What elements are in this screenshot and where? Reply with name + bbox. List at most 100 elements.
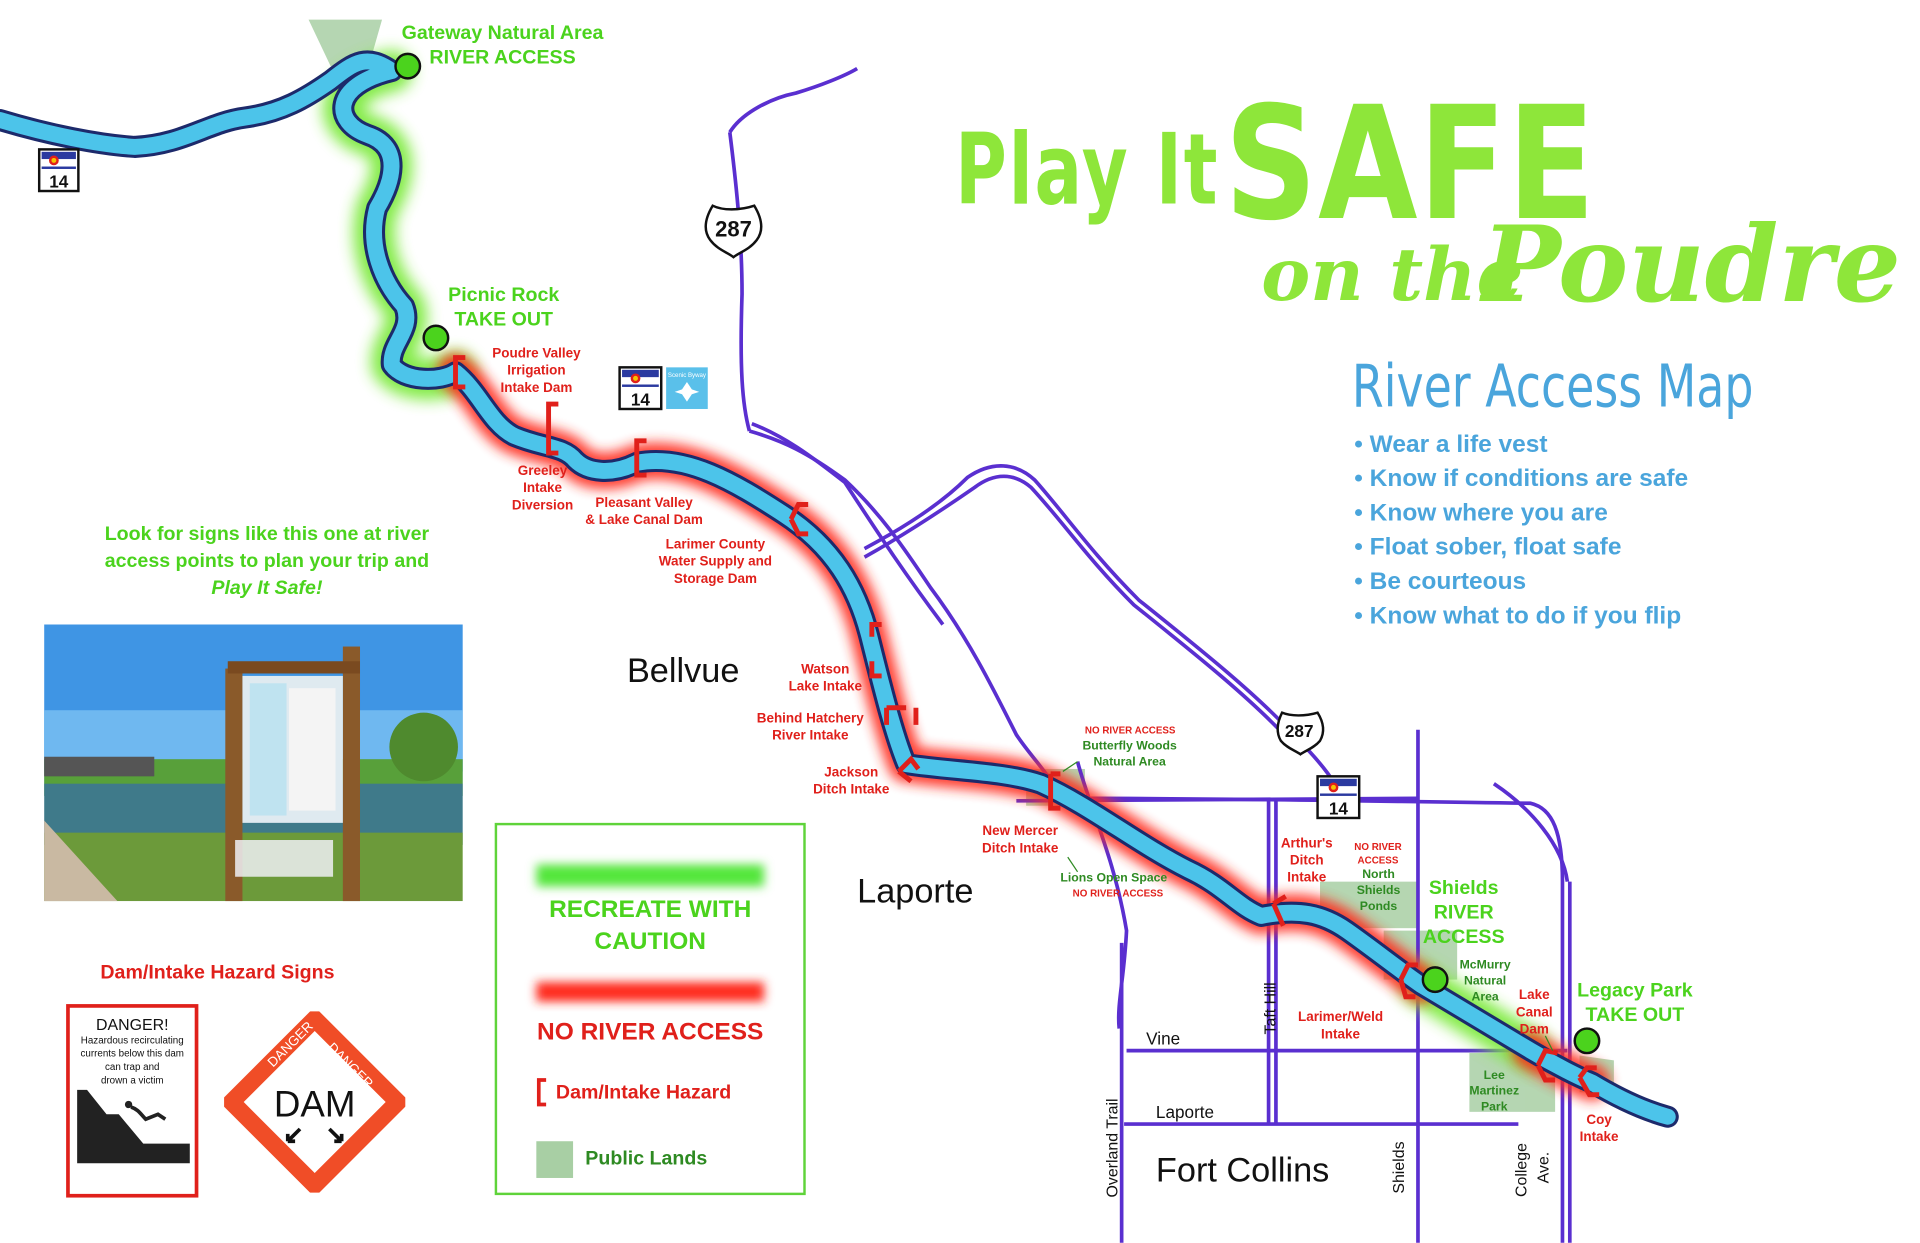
us287-south-number: 287: [1285, 721, 1314, 741]
street-shields: Shields: [1389, 1141, 1408, 1194]
dam-danger-diamond: DANGER DANGER DAM: [224, 1011, 406, 1193]
danger-sign-example: DANGER! Hazardous recirculating currents…: [66, 1004, 199, 1198]
shields-type1: RIVER: [1433, 902, 1494, 924]
hazard-line: Intake: [523, 481, 563, 496]
hazard-line: Poudre Valley: [492, 346, 581, 362]
hazard-marker-pleasant-valley: [634, 438, 647, 478]
hazard-label-watson: Watson Lake Intake: [789, 661, 862, 695]
hazard-marker-jackson: [897, 755, 921, 784]
co14-east-number: 14: [1329, 798, 1349, 818]
hazard-line: Pleasant Valley: [595, 495, 693, 511]
street-overland-trail: Overland Trail: [1102, 1098, 1122, 1198]
tip-item: • Know where you are: [1354, 499, 1608, 527]
hazard-line: Irrigation: [507, 363, 566, 379]
legend-public-lands-swatch: [536, 1141, 574, 1178]
hazard-marker-watson: [869, 622, 882, 679]
hazard-label-larimer-county: Larimer County Water Supply and Storage …: [659, 536, 772, 587]
note-line: NO RIVER: [1354, 841, 1402, 853]
signs-note-line: Look for signs like this one at river: [104, 524, 430, 545]
hazard-line: New Mercer: [982, 824, 1059, 839]
legend-public-lands-label: Public Lands: [585, 1148, 708, 1170]
legend-caution-swatch: [536, 864, 765, 887]
area-line: Ponds: [1359, 900, 1398, 914]
hazard-line: Larimer/Weld: [1297, 1010, 1384, 1025]
hazard-label-new-mercer: New Mercer Ditch Intake: [982, 823, 1058, 857]
hazard-label-pleasant-valley: Pleasant Valley & Lake Canal Dam: [585, 495, 703, 529]
shields-name: Shields: [1428, 877, 1499, 899]
hazard-label-coy: Coy Intake: [1580, 1112, 1619, 1146]
hazard-line: & Lake Canal Dam: [585, 513, 703, 528]
picnic-type: TAKE OUT: [454, 309, 554, 331]
legend-line: CAUTION: [594, 928, 706, 956]
area-line: Park: [1480, 1100, 1508, 1115]
street-laporte: Laporte: [1155, 1102, 1215, 1122]
area-line: Natural: [1464, 974, 1507, 989]
hazard-line: Coy: [1586, 1113, 1612, 1128]
hazard-markers: [453, 355, 1600, 1098]
access-markers: [394, 52, 1601, 1055]
title-on-the: on the: [1261, 232, 1524, 319]
co14-west-number: 14: [49, 171, 69, 191]
hazard-line: Ditch: [1289, 853, 1324, 869]
hazard-marker-greeley: [546, 401, 559, 456]
access-label-picnic-rock: Picnic Rock TAKE OUT: [448, 284, 559, 333]
town-bellvue: Bellvue: [626, 651, 740, 690]
subtitle-river-access-map: River Access Map: [1351, 352, 1754, 422]
shields-type2: ACCESS: [1422, 926, 1505, 948]
scenic-byway-sign: Scenic Byway: [666, 367, 708, 409]
signs-note-line: access points to plan your trip and: [104, 551, 430, 572]
hazard-label-larimer-weld: Larimer/Weld Intake: [1298, 1009, 1383, 1043]
hazard-line: River Intake: [772, 728, 849, 744]
area-label-lions: Lions Open Space: [1060, 871, 1168, 886]
hazard-line: Greeley: [517, 464, 568, 479]
access-marker-gateway: [394, 52, 422, 80]
street-vine: Vine: [1146, 1028, 1181, 1049]
leader-lines: [1062, 761, 1554, 1051]
hazard-line: Lake Intake: [788, 679, 862, 695]
area-label-butterfly-woods: Butterfly Woods Natural Area: [1082, 738, 1176, 770]
access-marker-legacy: [1573, 1027, 1601, 1055]
hazard-marker-lake-canal: [1535, 1047, 1559, 1083]
town-laporte: Laporte: [857, 871, 974, 910]
gateway-name: Gateway Natural Area: [401, 23, 604, 45]
hazard-line: Intake Dam: [500, 380, 573, 396]
access-marker-shields: [1421, 966, 1449, 994]
access-label-legacy: Legacy Park TAKE OUT: [1577, 980, 1692, 1029]
hazard-label-lake-canal: Lake Canal Dam: [1516, 987, 1553, 1038]
danger-sign-text: Hazardous recirculating currents below t…: [70, 1033, 195, 1087]
picnic-name: Picnic Rock: [448, 285, 560, 307]
hazard-line: Arthur's: [1280, 836, 1333, 852]
area-line: Martinez: [1469, 1084, 1520, 1099]
danger-line: Hazardous recirculating: [80, 1034, 184, 1046]
legend-no-access-swatch: [536, 982, 765, 1002]
hazard-line: Water Supply and: [658, 554, 773, 570]
hazard-marker-arthurs: [1271, 894, 1287, 927]
danger-sign-title: DANGER!: [95, 1015, 169, 1034]
gateway-type: RIVER ACCESS: [429, 47, 576, 69]
sign-photo-illustration: [44, 624, 463, 902]
hazard-line: Storage Dam: [673, 571, 757, 587]
area-line: Shields: [1356, 884, 1401, 898]
area-line: Area: [1471, 990, 1499, 1005]
co14-shield-mid: 14: [618, 366, 663, 411]
sign-photo: [44, 624, 463, 902]
title-poudre: Poudre: [1481, 203, 1901, 327]
hazard-label-hatchery: Behind Hatchery River Intake: [757, 710, 864, 744]
us287-north-number: 287: [715, 216, 752, 241]
note-line: ACCESS: [1357, 854, 1399, 866]
area-line: Natural Area: [1093, 755, 1166, 769]
hazard-line: Intake: [1321, 1027, 1360, 1043]
diamond-dam-word: DAM: [274, 1084, 356, 1125]
danger-line: currents below this dam: [80, 1048, 184, 1060]
hazard-marker-larimer-weld: [1398, 962, 1418, 1000]
hazard-line: Intake: [1287, 870, 1327, 886]
co14-mid-number: 14: [631, 389, 651, 409]
hazard-signs-heading: Dam/Intake Hazard Signs: [100, 962, 335, 984]
legend-caution-label: RECREATE WITH CAUTION: [497, 894, 803, 958]
hazard-line: Intake: [1579, 1130, 1619, 1145]
butterfly-no-access-note: NO RIVER ACCESS: [1084, 724, 1176, 736]
hazard-line: Jackson: [824, 765, 879, 781]
hazard-marker-poudre-valley: [453, 355, 466, 390]
area-label-mcmurry: McMurry Natural Area: [1460, 958, 1511, 1006]
hazard-line: Canal: [1515, 1005, 1553, 1021]
